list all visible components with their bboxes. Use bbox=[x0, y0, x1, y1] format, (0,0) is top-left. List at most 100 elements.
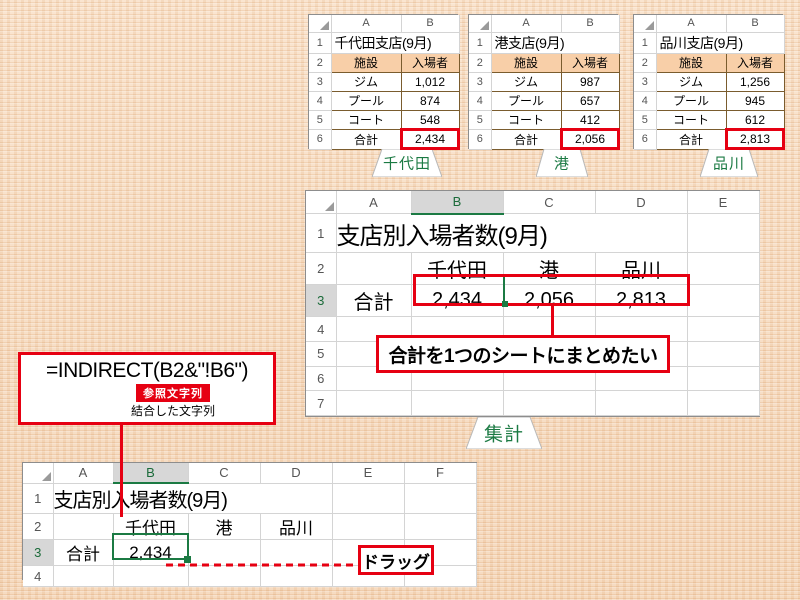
cell-value-court[interactable]: 412 bbox=[560, 109, 620, 130]
sheet-tab-chiyoda[interactable]: 千代田 bbox=[372, 149, 442, 177]
row-header-4[interactable]: 4 bbox=[23, 565, 54, 587]
cell-value-pool[interactable]: 874 bbox=[400, 90, 460, 111]
formula-fill-handle[interactable] bbox=[184, 556, 191, 563]
sheet-tab-shukei[interactable]: 集計 bbox=[466, 417, 542, 449]
cell-d3[interactable] bbox=[259, 539, 333, 566]
column-header-c[interactable]: C bbox=[188, 463, 261, 484]
cell-total-label[interactable]: 合計 bbox=[335, 284, 412, 318]
row-header-6[interactable]: 6 bbox=[469, 129, 492, 150]
row-header-4[interactable]: 4 bbox=[634, 91, 657, 111]
select-all-corner[interactable] bbox=[469, 15, 492, 33]
row-header-1[interactable]: 1 bbox=[306, 213, 337, 254]
column-header-a[interactable]: A bbox=[656, 15, 727, 33]
column-header-b[interactable]: B bbox=[401, 15, 460, 33]
row-header-5[interactable]: 5 bbox=[306, 341, 337, 367]
row-header-3[interactable]: 3 bbox=[306, 284, 337, 318]
row-header-7[interactable]: 7 bbox=[306, 390, 337, 416]
column-header-d[interactable]: D bbox=[260, 463, 333, 484]
cell-a7[interactable] bbox=[336, 390, 412, 416]
column-header-a[interactable]: A bbox=[331, 15, 402, 33]
row-header-1[interactable]: 1 bbox=[469, 32, 492, 54]
column-header-c[interactable]: C bbox=[503, 191, 596, 214]
row-header-6[interactable]: 6 bbox=[309, 129, 332, 150]
active-cell-fill-handle[interactable] bbox=[502, 301, 508, 307]
cell-e1[interactable] bbox=[332, 483, 405, 514]
row-header-1[interactable]: 1 bbox=[23, 483, 54, 514]
row-header-2[interactable]: 2 bbox=[309, 53, 332, 73]
cell-d4[interactable] bbox=[260, 565, 333, 587]
cell-e6[interactable] bbox=[687, 366, 760, 392]
row-header-6[interactable]: 6 bbox=[634, 129, 657, 150]
cell-a4[interactable] bbox=[53, 565, 114, 587]
header-branch-shinagawa[interactable]: 品川 bbox=[259, 513, 333, 540]
row-header-1[interactable]: 1 bbox=[634, 32, 657, 54]
sheet-tab-minato[interactable]: 港 bbox=[536, 149, 588, 177]
cell-value-gym[interactable]: 1,012 bbox=[400, 71, 460, 92]
row-header-4[interactable]: 4 bbox=[469, 91, 492, 111]
cell-value-pool[interactable]: 657 bbox=[560, 90, 620, 111]
sheet-tab-shinagawa[interactable]: 品川 bbox=[700, 149, 758, 177]
row-header-2[interactable]: 2 bbox=[23, 513, 54, 540]
column-header-a[interactable]: A bbox=[491, 15, 562, 33]
column-header-a[interactable]: A bbox=[336, 191, 412, 214]
cell-total-label[interactable]: 合計 bbox=[490, 128, 562, 150]
row-header-3[interactable]: 3 bbox=[23, 539, 54, 566]
header-branch-chiyoda[interactable]: 千代田 bbox=[112, 513, 189, 540]
cell-a6[interactable] bbox=[336, 366, 412, 392]
cell-d6[interactable] bbox=[595, 366, 688, 392]
cell-facility-gym[interactable]: ジム bbox=[330, 71, 402, 92]
column-header-b[interactable]: B bbox=[411, 191, 504, 215]
branch-sheet-minato[interactable]: A B 1 港支店(9月) 2 施設 入場者 3 ジム 987 4 プール 65… bbox=[468, 14, 620, 150]
cell-a2-blank[interactable] bbox=[335, 252, 412, 286]
branch-sheet-chiyoda[interactable]: A B 1 千代田支店(9月) 2 施設 入場者 3 ジム 1,012 4 プー… bbox=[308, 14, 460, 150]
cell-e5[interactable] bbox=[687, 341, 760, 367]
row-header-5[interactable]: 5 bbox=[309, 110, 332, 130]
cell-c3[interactable] bbox=[187, 539, 261, 566]
cell-facility-pool[interactable]: プール bbox=[330, 90, 402, 111]
column-header-f[interactable]: F bbox=[404, 463, 477, 484]
row-header-4[interactable]: 4 bbox=[306, 316, 337, 343]
row-header-3[interactable]: 3 bbox=[309, 72, 332, 92]
cell-value-gym[interactable]: 987 bbox=[560, 71, 620, 92]
column-header-e[interactable]: E bbox=[332, 463, 405, 484]
column-header-d[interactable]: D bbox=[595, 191, 688, 214]
formula-entry-sheet[interactable]: A B C D E F 1 支店別入場者数(9月) 2 千代田 港 品川 3 合… bbox=[22, 462, 477, 587]
column-header-a[interactable]: A bbox=[53, 463, 114, 484]
row-header-3[interactable]: 3 bbox=[634, 72, 657, 92]
select-all-corner[interactable] bbox=[309, 15, 332, 33]
cell-a2-blank[interactable] bbox=[52, 513, 114, 540]
column-header-b[interactable]: B bbox=[113, 463, 189, 484]
column-header-e[interactable]: E bbox=[687, 191, 760, 214]
cell-f2[interactable] bbox=[404, 513, 477, 540]
cell-facility-gym[interactable]: ジム bbox=[655, 71, 727, 92]
row-header-1[interactable]: 1 bbox=[309, 32, 332, 54]
cell-total-value[interactable]: 2,056 bbox=[560, 128, 620, 150]
cell-c4[interactable] bbox=[188, 565, 261, 587]
row-header-4[interactable]: 4 bbox=[309, 91, 332, 111]
row-header-6[interactable]: 6 bbox=[306, 366, 337, 392]
select-all-corner[interactable] bbox=[634, 15, 657, 33]
cell-f1[interactable] bbox=[404, 483, 477, 514]
cell-value-court[interactable]: 612 bbox=[725, 109, 785, 130]
column-header-b[interactable]: B bbox=[726, 15, 785, 33]
cell-e1[interactable] bbox=[687, 213, 760, 254]
cell-total-label[interactable]: 合計 bbox=[52, 539, 114, 566]
cell-value-pool[interactable]: 945 bbox=[725, 90, 785, 111]
cell-entered-value[interactable]: 2,434 bbox=[113, 539, 189, 566]
row-header-5[interactable]: 5 bbox=[634, 110, 657, 130]
cell-e2[interactable] bbox=[687, 252, 760, 286]
cell-value-court[interactable]: 548 bbox=[400, 109, 460, 130]
cell-c7[interactable] bbox=[503, 390, 596, 416]
cell-b7[interactable] bbox=[411, 390, 504, 416]
cell-e2[interactable] bbox=[332, 513, 405, 540]
cell-e3[interactable] bbox=[687, 284, 760, 318]
cell-e7[interactable] bbox=[687, 390, 760, 416]
cell-facility-court[interactable]: コート bbox=[330, 109, 402, 130]
cell-total-label[interactable]: 合計 bbox=[330, 128, 402, 150]
cell-facility-court[interactable]: コート bbox=[490, 109, 562, 130]
cell-total-label[interactable]: 合計 bbox=[655, 128, 727, 150]
cell-facility-pool[interactable]: プール bbox=[490, 90, 562, 111]
cell-facility-pool[interactable]: プール bbox=[655, 90, 727, 111]
select-all-corner[interactable] bbox=[23, 463, 54, 484]
cell-facility-gym[interactable]: ジム bbox=[490, 71, 562, 92]
